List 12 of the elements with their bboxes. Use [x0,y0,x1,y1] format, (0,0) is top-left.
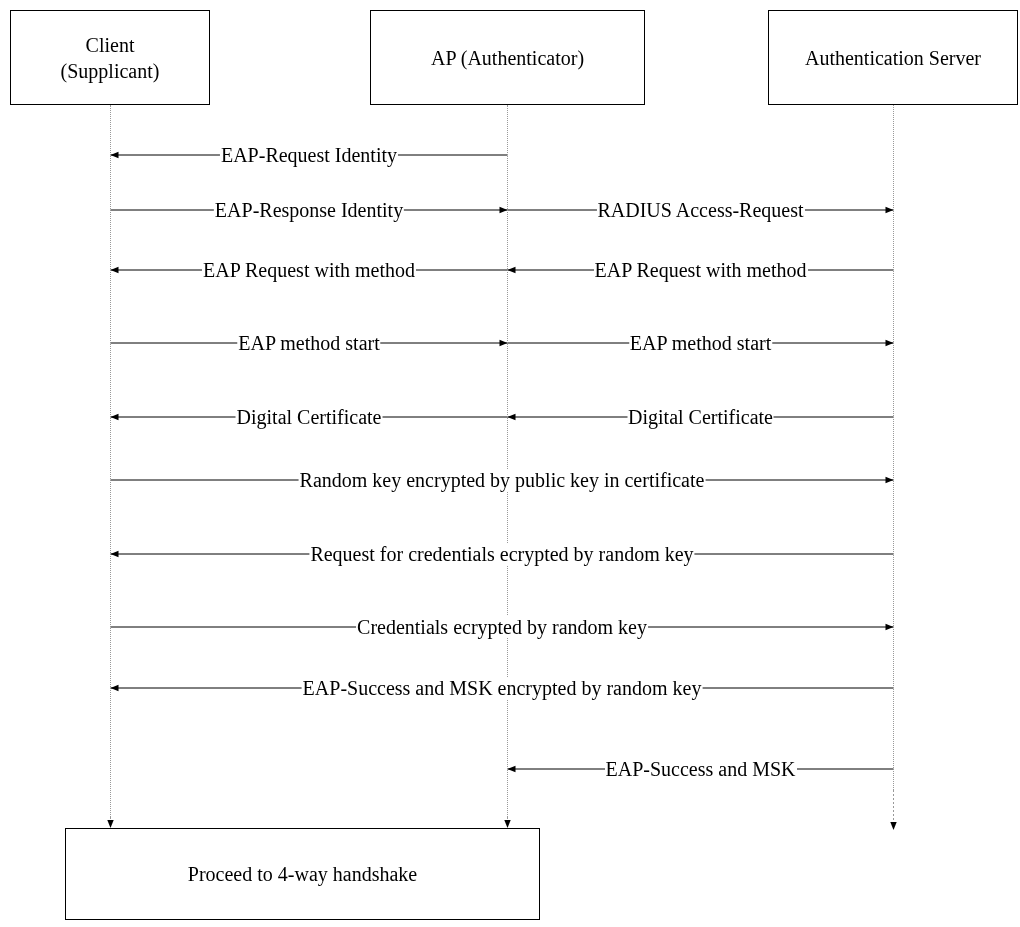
lifeline [110,105,111,817]
participant-box: Client (Supplicant) [10,10,210,105]
process-box: Proceed to 4-way handshake [65,828,540,920]
edge-label: EAP-Success and MSK encrypted by random key [301,677,703,699]
lifeline [893,105,894,790]
edge-label: Digital Certificate [627,406,774,428]
participant-box: Authentication Server [768,10,1018,105]
edge-label: Random key encrypted by public key in certificate [298,469,706,491]
edge-label: Credentials ecrypted by random key [356,616,648,638]
edge-label: Request for credentials ecrypted by random key [309,543,695,565]
edge-label: Digital Certificate [235,406,383,428]
participant-box: AP (Authenticator) [370,10,645,105]
